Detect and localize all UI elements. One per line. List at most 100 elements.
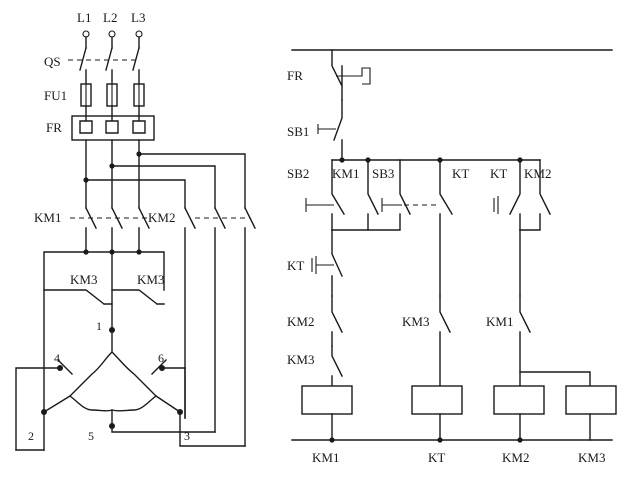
kt-timer-symbol-2 xyxy=(311,256,334,274)
supply-leads xyxy=(85,36,140,49)
isolator-qs: QS xyxy=(44,47,140,85)
terminal-5-wire xyxy=(111,425,216,433)
winding-leads-lower xyxy=(43,395,181,413)
qs-blades xyxy=(79,47,140,71)
terminal-4-6-wires xyxy=(15,367,186,451)
power-circuit: L1 L2 L3 QS FU1 FR xyxy=(15,10,256,451)
terminal-2 xyxy=(41,409,47,415)
km3-contact-a xyxy=(331,345,343,387)
label-km3-contact-b: KM3 xyxy=(402,314,429,329)
label-km3-star-a: KM3 xyxy=(70,272,97,287)
label-coil-km3: KM3 xyxy=(578,450,605,465)
coil-km1 xyxy=(301,385,353,415)
sb1-actuator xyxy=(317,124,336,134)
label-coil-km1: KM1 xyxy=(312,450,339,465)
label-km3-contact-a: KM3 xyxy=(287,352,314,367)
coil-km3 xyxy=(565,385,617,415)
kt-timer-symbol-1 xyxy=(493,196,499,214)
sb3-contact xyxy=(367,159,411,231)
km2-hold-contact xyxy=(519,159,551,231)
bus-l3-branch xyxy=(138,153,246,209)
main-phase-lines xyxy=(85,139,140,209)
supply-terminals: L1 L2 L3 xyxy=(77,10,145,49)
label-l2: L2 xyxy=(103,10,117,25)
label-kt-interlock: KT xyxy=(287,258,304,273)
km1-contact xyxy=(519,295,591,387)
motor: 1 4 6 2 3 5 xyxy=(15,319,246,451)
star-junction-c xyxy=(136,249,142,255)
rail-junction-2 xyxy=(437,437,443,443)
coil-leads xyxy=(331,413,591,441)
label-fu1: FU1 xyxy=(44,88,67,103)
label-fr-power: FR xyxy=(46,120,62,135)
motor-windings xyxy=(68,351,158,412)
bus-l2-branch xyxy=(111,165,216,209)
km3-contacts xyxy=(43,289,165,305)
star-junction-a xyxy=(83,249,89,255)
contactor-km3-star: KM3 KM3 xyxy=(43,249,165,451)
control-circuit: FR SB1 SB2 KM1 SB3 KT KT KM2 xyxy=(287,49,617,465)
overload-fr: FR xyxy=(46,115,155,209)
fuse-fu1: FU1 xyxy=(44,83,145,117)
star-bus xyxy=(43,251,165,451)
label-km1-contact: KM1 xyxy=(486,314,513,329)
label-terminal-5: 5 xyxy=(88,429,94,443)
label-sb3: SB3 xyxy=(372,166,394,181)
label-sb2: SB2 xyxy=(287,166,309,181)
label-km2-hold: KM2 xyxy=(524,166,551,181)
rail-junction-3 xyxy=(517,437,523,443)
label-km1-power: KM1 xyxy=(34,210,61,225)
rail-junction-1 xyxy=(329,437,335,443)
contactor-km1: KM1 xyxy=(34,207,150,253)
km3-contact-b xyxy=(439,295,451,387)
label-km1-hold: KM1 xyxy=(332,166,359,181)
label-coil-kt: KT xyxy=(428,450,445,465)
sb2-actuator xyxy=(305,198,334,212)
terminal-l3 xyxy=(135,30,143,38)
label-sb1: SB1 xyxy=(287,124,309,139)
km2-interlock-contact xyxy=(331,295,343,347)
label-terminal-6: 6 xyxy=(158,351,164,365)
km1-out-leads xyxy=(85,227,140,253)
qs-out-leads xyxy=(85,69,140,85)
overload-housing xyxy=(71,115,155,141)
junction-l3 xyxy=(136,151,142,157)
kt-no-contact xyxy=(439,159,453,297)
fr-nc-contact xyxy=(331,49,343,101)
sb2-no-contact xyxy=(331,159,345,231)
junction-l1 xyxy=(83,177,89,183)
winding-leads-upper xyxy=(57,359,167,375)
sb3-actuator xyxy=(381,198,402,212)
label-terminal-1: 1 xyxy=(96,319,102,333)
contactor-km2: KM2 xyxy=(148,207,256,447)
fr-thermal-actuator xyxy=(336,67,371,85)
label-terminal-3: 3 xyxy=(184,429,190,443)
label-kt-nc: KT xyxy=(490,166,507,181)
sb1-nc-contact xyxy=(333,99,343,161)
km2-branch-bus xyxy=(83,151,246,209)
terminal-3-wire xyxy=(179,411,246,447)
bus-junction-1 xyxy=(339,157,345,163)
label-kt-no: KT xyxy=(452,166,469,181)
label-km2-interlock: KM2 xyxy=(287,314,314,329)
junction-l2 xyxy=(109,163,115,169)
label-terminal-2: 2 xyxy=(28,429,34,443)
km2-out-leads xyxy=(184,227,246,447)
label-coil-km2: KM2 xyxy=(502,450,529,465)
coil-km2 xyxy=(493,385,545,415)
bus-l1-branch xyxy=(85,179,186,209)
label-l1: L1 xyxy=(77,10,91,25)
heater-elements xyxy=(79,115,146,134)
fuse-out-leads xyxy=(85,105,140,117)
label-km2-power: KM2 xyxy=(148,210,175,225)
label-fr-control: FR xyxy=(287,68,303,83)
terminal-l2 xyxy=(108,30,116,38)
label-qs: QS xyxy=(44,54,61,69)
kt-nc-contact xyxy=(509,159,521,231)
label-l3: L3 xyxy=(131,10,145,25)
label-terminal-4: 4 xyxy=(54,351,60,365)
terminal-l1 xyxy=(82,30,90,38)
label-km3-star-b: KM3 xyxy=(137,272,164,287)
kt-interlock-contact xyxy=(331,229,343,297)
